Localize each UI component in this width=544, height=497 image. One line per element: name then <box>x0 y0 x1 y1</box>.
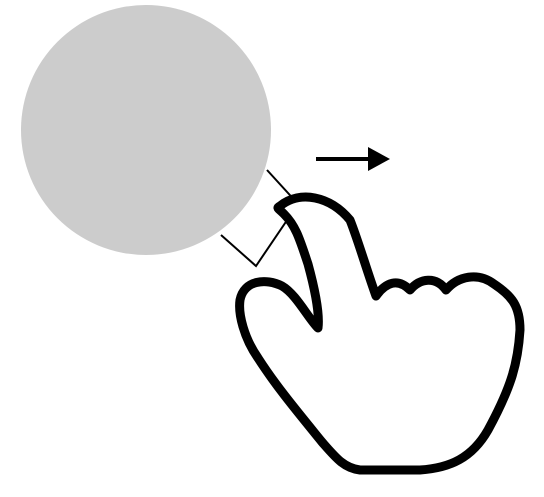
pointing-hand-icon <box>240 197 520 470</box>
circle-knob-icon <box>21 5 271 255</box>
arrow-right-icon <box>316 147 390 171</box>
